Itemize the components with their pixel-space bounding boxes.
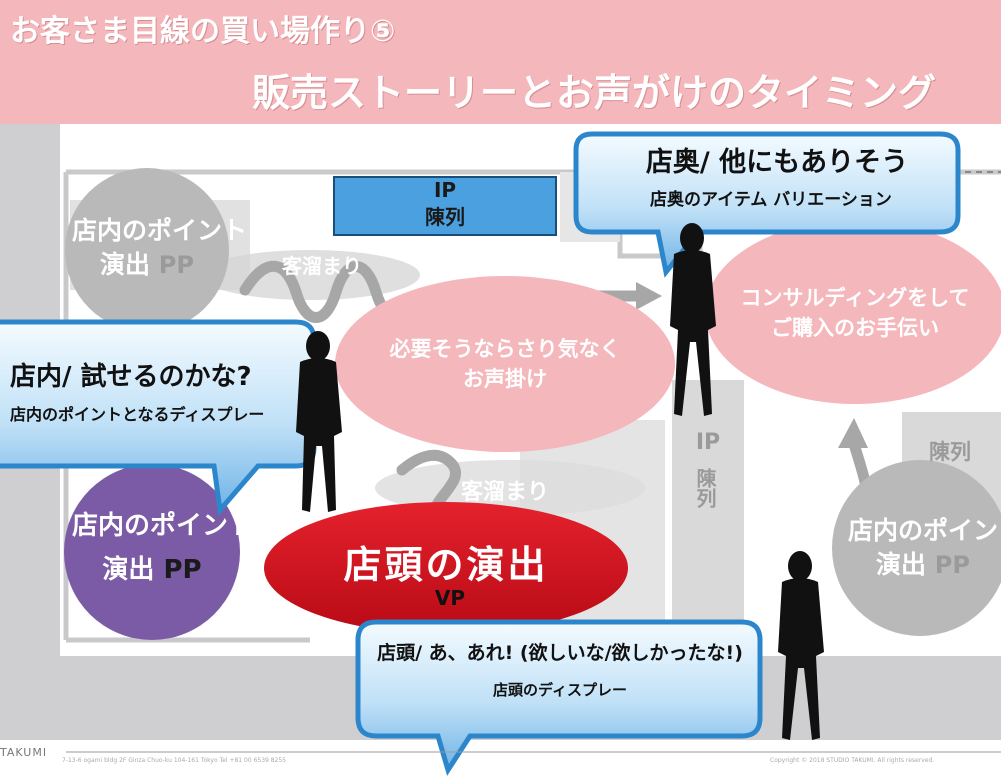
title-line-1: お客さま目線の買い場作り⑤	[10, 14, 396, 49]
ip-vertical-top: IP	[695, 430, 721, 455]
point-top-left-pp: PP	[158, 251, 194, 279]
bubble-bottom: 店頭/ あ、あれ! (欲しいな/欲しかったな!) 店頭のディスプレー	[360, 638, 760, 700]
storefront-vp: VP	[434, 586, 466, 610]
footer-copyright: Copyright © 2018 STUDIO TAKUMI. All righ…	[770, 757, 935, 764]
point-purple-line2: 演出	[102, 555, 155, 585]
bubble-bottom-shape	[355, 619, 763, 776]
customer-pool-bottom-label: 客溜まり	[460, 480, 549, 505]
ip-vertical-text: 陳列	[693, 468, 717, 508]
staff-silhouette-bottom	[778, 551, 824, 740]
bubble-top-right-title: 店奥/ 他にもありそう	[645, 147, 909, 178]
customer-pool-top-label: 客溜まり	[282, 254, 362, 278]
header-banner: お客さま目線の買い場作り⑤ 販売ストーリーとお声がけのタイミング	[0, 0, 1001, 124]
point-purple-label: 店内のポイント 演出 PP	[72, 504, 255, 592]
title-line-2: 販売ストーリーとお声がけのタイミング	[252, 71, 937, 115]
storefront-ellipse	[264, 502, 628, 634]
ip-vertical-shelf	[672, 380, 744, 640]
customer-silhouette-left	[296, 331, 342, 512]
ip-block-label: IP 陳列	[334, 177, 556, 231]
bubble-top-right: 店奥/ 他にもありそう 店奥のアイテム バリエーション	[596, 140, 946, 210]
bubble-left: 店内/ 試せるのかな? 店内のポイントとなるディスプレー	[10, 356, 310, 425]
bubble-left-subtitle: 店内のポイントとなるディスプレー	[10, 405, 265, 424]
right-display-label: 陳列	[929, 440, 971, 464]
flow-arrow-top-head	[636, 282, 662, 310]
pink-right-line2: ご購入のお手伝い	[771, 316, 939, 340]
bubble-left-title: 店内/ 試せるのかな?	[10, 362, 252, 392]
ip-display-block	[333, 176, 557, 236]
pink-center-line2: お声掛け	[463, 367, 547, 391]
customer-pool-top-shape	[200, 250, 420, 300]
storefront-title: 店頭の演出	[343, 543, 549, 587]
pink-right-label: コンサルディングをして ご購入のお手伝い	[720, 283, 990, 343]
pink-right-line1: コンサルディングをして	[740, 286, 970, 310]
pink-ellipse-right	[705, 220, 1001, 404]
bubble-top-right-shape	[573, 131, 961, 278]
point-top-left-line2: 演出	[100, 250, 151, 279]
point-purple-circle	[64, 464, 240, 640]
point-top-left-label: 店内のポイント 演出 PP	[72, 214, 248, 282]
point-right-label: 店内のポイント 演出 PP	[848, 514, 1001, 582]
ip-block-line2: 陳列	[425, 205, 465, 229]
bubble-bottom-title: 店頭/ あ、あれ! (欲しいな/欲しかったな!)	[377, 642, 743, 664]
point-purple-pp: PP	[163, 555, 202, 585]
pink-center-line1: 必要そうならさり気なく	[389, 337, 621, 361]
point-top-left-circle	[65, 168, 229, 332]
point-right-line1: 店内のポイント	[848, 516, 1001, 545]
flow-arrow-right-head	[838, 418, 868, 448]
bubble-top-right-subtitle: 店奥のアイテム バリエーション	[650, 190, 892, 210]
point-right-circle	[832, 460, 1001, 636]
pink-center-label: 必要そうならさり気なく お声掛け	[345, 334, 665, 394]
ip-block-line1: IP	[433, 178, 457, 202]
point-top-left-line1: 店内のポイント	[72, 216, 248, 245]
point-right-pp: PP	[934, 551, 970, 579]
bubble-bottom-subtitle: 店頭のディスプレー	[493, 681, 627, 699]
point-right-line2: 演出	[876, 550, 927, 579]
staff-silhouette-top	[670, 223, 716, 416]
footer-company: TAKUMI	[0, 746, 48, 759]
footer-address: 7-13-6 ogami bldg 2F Ginza Chuo-ku 104-1…	[62, 757, 287, 764]
point-purple-line1: 店内のポイント	[72, 511, 255, 541]
pink-ellipse-center	[335, 276, 675, 452]
